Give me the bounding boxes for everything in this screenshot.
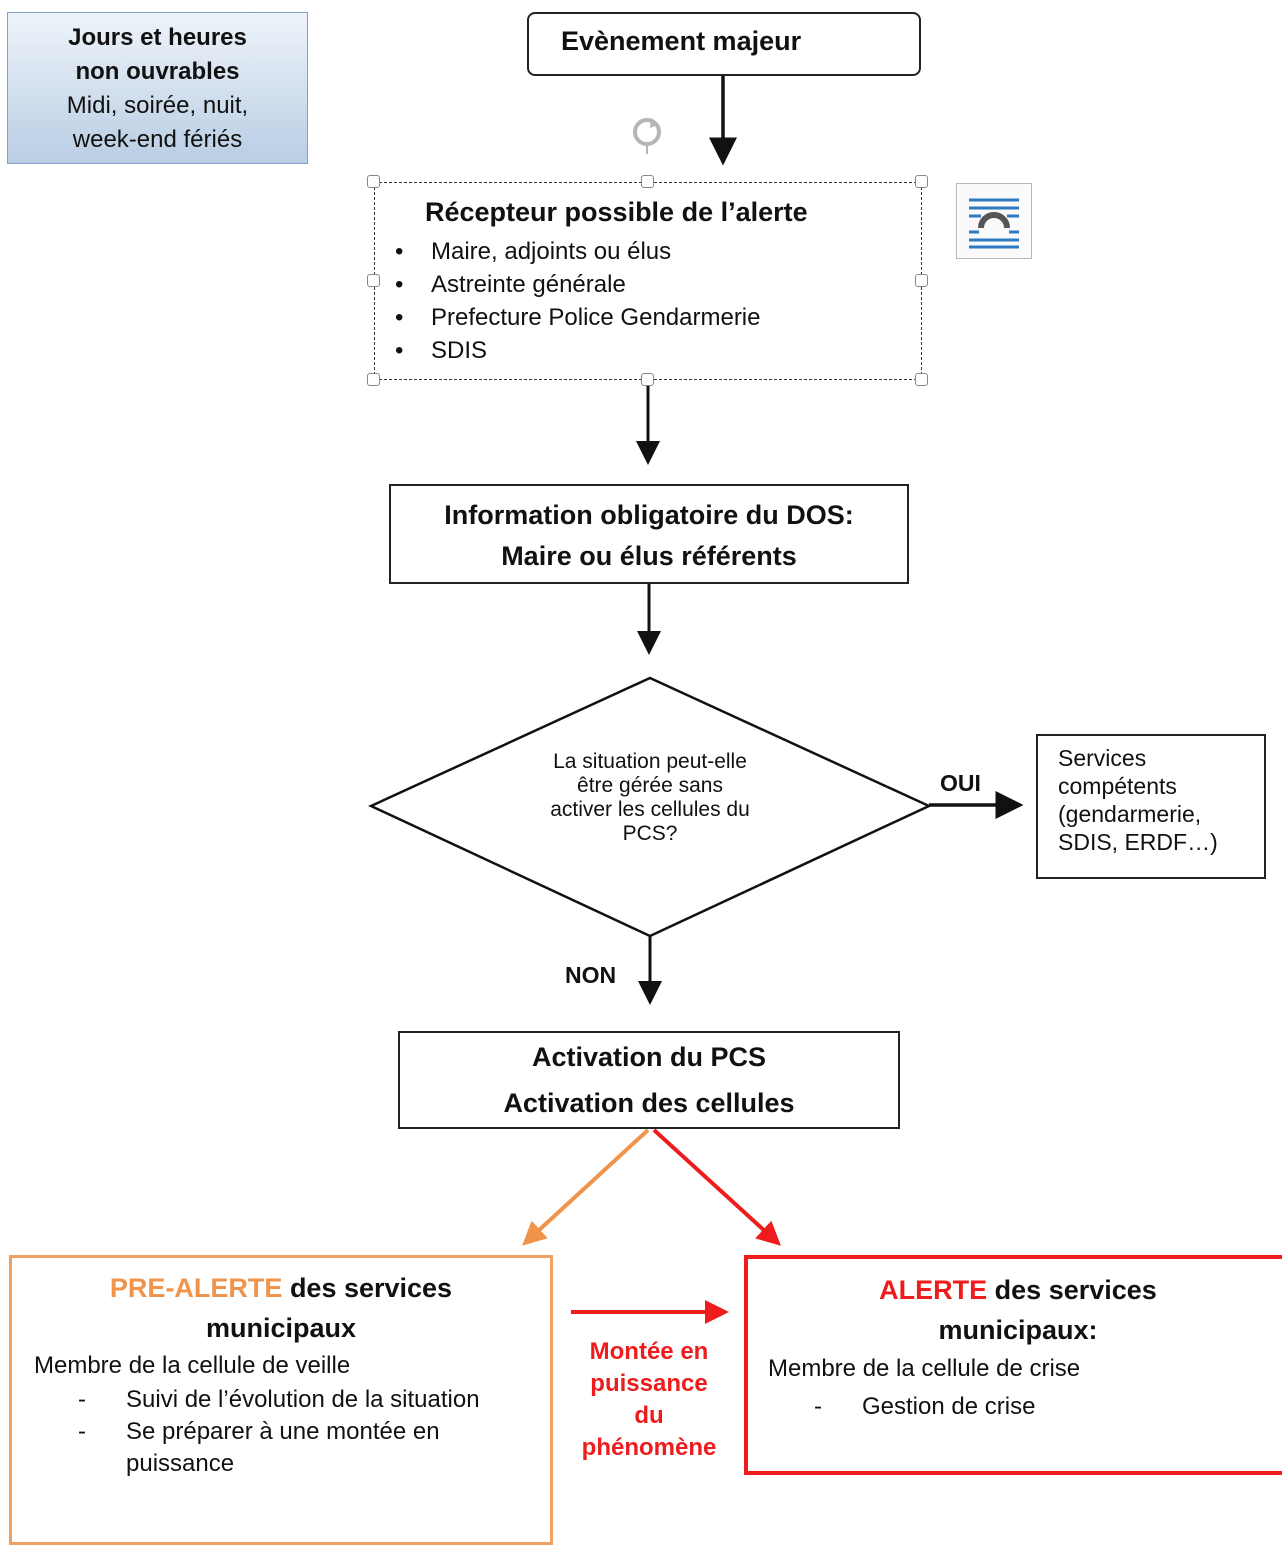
pre-alert-title: PRE-ALERTE des services municipaux <box>12 1268 550 1348</box>
escalation-label: Montée en puissance du phénomène <box>566 1336 732 1464</box>
escalation-line-1: Montée en <box>589 1338 709 1365</box>
decision-line-4: PCS? <box>622 822 678 845</box>
resize-handle-bottom-left[interactable] <box>367 373 380 386</box>
dos-line-2: Maire ou élus référents <box>501 541 797 571</box>
services-line-1: Services <box>1058 745 1147 771</box>
pre-alert-box: PRE-ALERTE des services municipaux Membr… <box>9 1255 553 1545</box>
pcs-activation-box: Activation du PCS Activation des cellule… <box>398 1031 900 1129</box>
resize-handle-top-right[interactable] <box>915 175 928 188</box>
receptor-title: Récepteur possible de l’alerte <box>425 197 808 227</box>
alert-box: ALERTE des services municipaux: Membre d… <box>744 1255 1282 1475</box>
alert-title-rest: des services <box>987 1275 1157 1305</box>
pre-alert-list: Suivi de l’évolution de la situation Se … <box>78 1384 508 1480</box>
services-line-3: (gendarmerie, <box>1058 801 1202 827</box>
decision-question: La situation peut-elle être gérée sans a… <box>515 750 785 846</box>
resize-handle-bottom-right[interactable] <box>915 373 928 386</box>
receptor-item: Prefecture Police Gendarmerie <box>395 301 760 334</box>
resize-handle-top-left[interactable] <box>367 175 380 188</box>
major-event-box[interactable]: Evènement majeur <box>527 12 921 76</box>
escalation-line-4: phénomène <box>581 1434 717 1461</box>
alert-item: Gestion de crise <box>814 1391 1035 1423</box>
alert-highlight: ALERTE <box>879 1275 988 1305</box>
alert-member: Membre de la cellule de crise <box>768 1355 1081 1382</box>
resize-handle-bottom[interactable] <box>641 373 654 386</box>
yes-label: OUI <box>940 770 981 796</box>
resize-handle-left[interactable] <box>367 274 380 287</box>
receptor-list: Maire, adjoints ou élus Astreinte généra… <box>395 235 760 367</box>
hours-line-2: non ouvrables <box>75 58 240 85</box>
arrow-activation-to-alert <box>652 1128 781 1246</box>
alert-receptor-textbox[interactable]: Récepteur possible de l’alerte Maire, ad… <box>374 182 922 380</box>
alert-title: ALERTE des services municipaux: <box>748 1270 1282 1350</box>
escalation-line-3: du <box>634 1402 664 1429</box>
dos-line-1: Information obligatoire du DOS: <box>444 500 854 530</box>
pre-alert-title-line-2: municipaux <box>205 1313 357 1343</box>
receptor-item: Maire, adjoints ou élus <box>395 235 760 268</box>
layout-options-icon[interactable] <box>956 183 1032 259</box>
decision-line-3: activer les cellules du <box>550 798 750 821</box>
services-line-2: compétents <box>1058 773 1177 799</box>
hours-line-4: week-end fériés <box>72 126 243 153</box>
alert-list: Gestion de crise <box>814 1391 1035 1423</box>
dos-information-box: Information obligatoire du DOS: Maire ou… <box>389 484 909 584</box>
services-line-4: SDIS, ERDF…) <box>1058 829 1218 855</box>
no-label: NON <box>565 962 617 988</box>
escalation-line-2: puissance <box>590 1370 708 1397</box>
decision-line-2: être gérée sans <box>577 774 723 797</box>
activation-line-2: Activation des cellules <box>503 1088 795 1118</box>
hours-line-1: Jours et heures <box>68 24 247 51</box>
non-working-hours-box: Jours et heures non ouvrables Midi, soir… <box>7 12 308 164</box>
resize-handle-right[interactable] <box>915 274 928 287</box>
pre-alert-item: Suivi de l’évolution de la situation <box>78 1384 508 1416</box>
decision-line-1: La situation peut-elle <box>553 750 747 773</box>
hours-line-3: Midi, soirée, nuit, <box>66 92 249 119</box>
arrow-activation-to-prealert <box>522 1128 650 1246</box>
receptor-item: SDIS <box>395 334 760 367</box>
alert-title-line-2: municipaux: <box>938 1315 1098 1345</box>
receptor-item: Astreinte générale <box>395 268 760 301</box>
pre-alert-title-rest: des services <box>282 1273 453 1303</box>
activation-line-1: Activation du PCS <box>531 1042 767 1072</box>
resize-handle-top[interactable] <box>641 175 654 188</box>
pre-alert-member: Membre de la cellule de veille <box>34 1352 351 1379</box>
pre-alert-item: Se préparer à une montée en puissance <box>78 1416 508 1480</box>
major-event-label: Evènement majeur <box>561 26 802 56</box>
rotate-handle-icon[interactable] <box>626 114 668 154</box>
pre-alert-highlight: PRE-ALERTE <box>109 1273 283 1303</box>
competent-services-box: Services compétents (gendarmerie, SDIS, … <box>1036 734 1266 879</box>
